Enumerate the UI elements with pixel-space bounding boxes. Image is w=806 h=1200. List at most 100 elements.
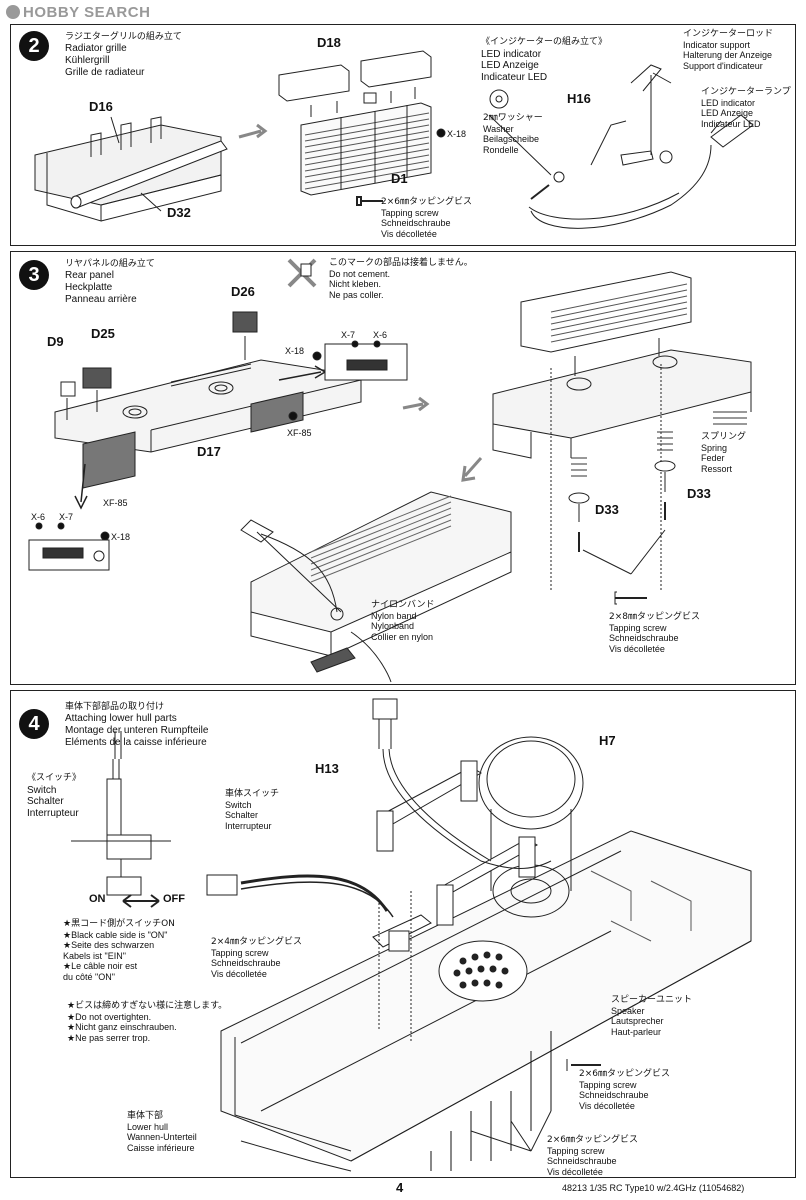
switch-heading-en: Switch — [27, 784, 57, 796]
screw-2x6-b-de: Schneidschraube — [547, 1156, 617, 1166]
step-2-screw-en: Tapping screw — [381, 207, 439, 218]
indicator-support-jp: インジケーターロッド — [683, 29, 774, 39]
switch-off-label: OFF — [163, 893, 185, 905]
step-4-title-de: Montage der unteren Rumpfteile — [65, 725, 209, 736]
step-2-title-jp: ラジエターグリルの組み立て — [65, 32, 182, 42]
part-x18-b: X-18 — [111, 532, 131, 542]
nylon-band-en: Nylon band — [371, 610, 417, 621]
part-x7-b: X-7 — [59, 512, 74, 522]
step-3-title-jp: リヤパネルの組み立て — [65, 259, 155, 269]
black-cable-de-2: Kabels ist "EIN" — [63, 950, 126, 961]
part-x18: X-18 — [447, 129, 467, 139]
nylon-band-jp: ナイロンバンド — [371, 600, 435, 610]
step-3-title-de: Heckplatte — [65, 282, 113, 293]
step-2-screw-de: Schneidschraube — [381, 218, 451, 228]
screw-2x4-jp: 2×4㎜タッピングビス — [211, 937, 302, 947]
speaker-unit-fr: Haut-parleur — [611, 1026, 662, 1037]
do-not-cement-de: Nicht kleben. — [329, 279, 382, 289]
switch-heading-jp: 《スイッチ》 — [27, 773, 82, 783]
washer-label: 2㎜ワッシャー Washer Beilagscheibe Rondelle — [483, 113, 543, 155]
speaker-unit-de: Lautsprecher — [611, 1016, 664, 1026]
lower-hull-jp: 車体下部 — [127, 1111, 164, 1121]
screw-2x6-b-fr: Vis décolletée — [547, 1166, 603, 1177]
hull-switch-fr: Interrupteur — [225, 820, 272, 831]
step-4-number: 4 — [19, 709, 49, 739]
nylon-band-de: Nylonband — [371, 621, 415, 631]
switch-heading-fr: Interrupteur — [27, 807, 79, 819]
step-4-illustration — [71, 698, 752, 1172]
washer-en: Washer — [483, 123, 514, 134]
black-cable-de-1: ★Seite des schwarzen — [63, 940, 155, 950]
lower-hull-fr: Caisse inférieure — [127, 1142, 195, 1153]
step-4-title: 車体下部部品の取り付け Attaching lower hull parts M… — [65, 701, 208, 749]
black-cable-fr-1: ★Le câble noir est — [63, 961, 138, 971]
indicator-heading-jp: 《インジケーターの組み立て》 — [481, 37, 608, 47]
part-d9: D9 — [47, 334, 64, 349]
spring-fr: Ressort — [701, 463, 733, 474]
step-2-title: ラジエターグリルの組み立て Radiator grille Kühlergril… — [65, 31, 182, 79]
indicator-lamp-fr: Indicateur LED — [701, 118, 761, 129]
part-x18-a: X-18 — [285, 346, 305, 356]
screw-2x6-b-jp: 2×6㎜タッピングビス — [547, 1135, 638, 1145]
part-d17: D17 — [197, 444, 221, 459]
step-3-title-fr: Panneau arrière — [65, 294, 137, 305]
screw-2x6-a-fr: Vis décolletée — [579, 1100, 635, 1111]
hobby-search-logo-icon — [6, 5, 20, 19]
part-xf85-b: XF-85 — [103, 498, 128, 508]
hull-switch-jp: 車体スイッチ — [225, 789, 280, 799]
indicator-support-label: インジケーターロッド Indicator support Halterung d… — [683, 29, 773, 71]
step-2-title-en: Radiator grille — [65, 43, 127, 54]
speaker-unit-label: スピーカーユニット Speaker Lautsprecher Haut-parl… — [611, 995, 692, 1037]
part-d18: D18 — [317, 35, 341, 50]
part-d26: D26 — [231, 284, 255, 299]
part-x7-a: X-7 — [341, 330, 356, 340]
spring-label: スプリング Spring Feder Ressort — [701, 432, 746, 474]
lower-hull-de: Wannen-Unterteil — [127, 1132, 197, 1142]
hobby-search-watermark: HOBBY SEARCH — [6, 4, 150, 21]
step-3-panel: 3 リヤパネルの組み立て Rear panel Heckplatte Panne… — [10, 251, 796, 685]
step-2-illustration — [34, 50, 754, 229]
black-cable-en: ★Black cable side is "ON" — [63, 929, 168, 940]
step-4-screw-2x6-b-label: 2×6㎜タッピングビス Tapping screw Schneidschraub… — [547, 1135, 638, 1177]
step-3-title-en: Rear panel — [65, 270, 114, 281]
do-not-cement-note: このマークの部品は接着しません。 Do not cement. Nicht kl… — [329, 258, 473, 300]
overtighten-note: ★ビスは締めすぎない様に注意します。 ★Do not overtighten. … — [67, 1001, 227, 1043]
switch-heading: 《スイッチ》 Switch Schalter Interrupteur — [27, 773, 81, 819]
do-not-cement-en: Do not cement. — [329, 268, 391, 279]
indicator-support-de: Halterung der Anzeige — [683, 50, 773, 60]
black-cable-note: ★黒コード側がスイッチON ★Black cable side is "ON" … — [63, 919, 175, 982]
spring-de: Feder — [701, 453, 725, 463]
screw-2x4-fr: Vis décolletée — [211, 968, 267, 979]
step-4-screw-2x6-a-label: 2×6㎜タッピングビス Tapping screw Schneidschraub… — [579, 1069, 670, 1111]
model-info: 48213 1/35 RC Type10 w/2.4GHz (11054682) — [562, 1183, 745, 1193]
part-x6-a: X-6 — [373, 330, 388, 340]
indicator-support-fr: Support d'indicateur — [683, 60, 763, 71]
step-2-screw-jp: 2×6㎜タッピングビス — [381, 197, 472, 207]
step-2-screw-label: 2×6㎜タッピングビス Tapping screw Schneidschraub… — [381, 197, 472, 239]
step-2-title-fr: Grille de radiateur — [65, 67, 145, 78]
part-d33-b: D33 — [687, 486, 711, 501]
switch-heading-de: Schalter — [27, 796, 64, 807]
step-3-screw-jp: 2×8㎜タッピングビス — [609, 612, 700, 622]
part-d1: D1 — [391, 171, 408, 186]
step-2-screw-fr: Vis décolletée — [381, 228, 437, 239]
watermark-text: HOBBY SEARCH — [23, 4, 151, 21]
lower-hull-en: Lower hull — [127, 1121, 169, 1132]
indicator-heading-de: LED Anzeige — [481, 60, 539, 71]
part-d25: D25 — [91, 326, 115, 341]
part-d33-a: D33 — [595, 502, 619, 517]
screw-2x6-b-en: Tapping screw — [547, 1145, 605, 1156]
part-x6-b: X-6 — [31, 512, 46, 522]
part-xf85-a: XF-85 — [287, 428, 312, 438]
step-4-title-fr: Eléments de la caisse inférieure — [65, 737, 207, 748]
lower-hull-label: 車体下部 Lower hull Wannen-Unterteil Caisse … — [127, 1111, 197, 1153]
part-d32: D32 — [167, 205, 191, 220]
page-number: 4 — [396, 1180, 404, 1195]
indicator-lamp-de: LED Anzeige — [701, 108, 754, 118]
screw-2x4-de: Schneidschraube — [211, 958, 281, 968]
step-3-title: リヤパネルの組み立て Rear panel Heckplatte Panneau… — [65, 258, 155, 306]
indicator-lamp-en: LED indicator — [701, 97, 756, 108]
part-h16: H16 — [567, 91, 591, 106]
indicator-lamp-label: インジケーターランプ LED indicator LED Anzeige Ind… — [701, 87, 791, 129]
indicator-heading-en: LED indicator — [481, 48, 542, 60]
